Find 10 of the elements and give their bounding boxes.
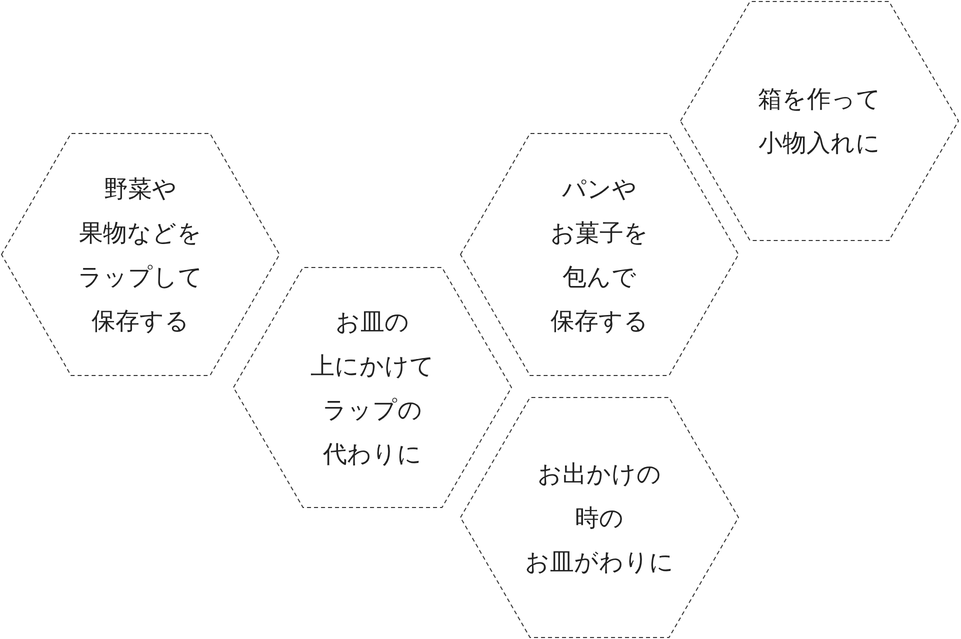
hexagon-box	[1, 133, 280, 376]
hexagon-text: 野菜や果物などをラップして保存する	[77, 174, 204, 336]
hexagon-text: お皿の上にかけてラップの代わりに	[310, 306, 436, 470]
hexagon-text: パンやお菓子を包んで保存する	[550, 174, 650, 336]
hexagon-text: 箱を作って小物入れに	[757, 84, 882, 159]
hexagon-box	[460, 397, 739, 638]
hexagon-box	[460, 133, 739, 376]
hexagon-text: お出かけの時のお皿がわりに	[524, 458, 675, 578]
hexagon-box	[233, 267, 512, 508]
hexagon-box	[680, 1, 959, 241]
